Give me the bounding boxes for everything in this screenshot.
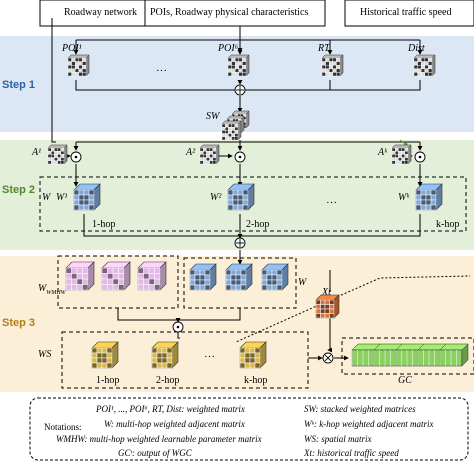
step3-w-label: W bbox=[298, 277, 307, 288]
notation-7: GCᵗ: output of WGC bbox=[118, 448, 192, 458]
sw-stack-front bbox=[221, 120, 242, 141]
poi1-matrix bbox=[67, 54, 90, 77]
ak-matrix bbox=[391, 144, 412, 165]
a1-matrix bbox=[47, 144, 68, 165]
poi6-label: POI⁶ bbox=[218, 43, 239, 54]
ak-label: Aᵏ bbox=[378, 147, 387, 158]
notation-5: WMHW: multi-hop weighted learnable param… bbox=[56, 434, 262, 444]
a2-label: A² bbox=[186, 147, 196, 158]
step2-oplus-icon bbox=[234, 237, 246, 249]
step3-w-dashed-box bbox=[183, 257, 297, 309]
roadway-to-a1 bbox=[51, 18, 56, 143]
w1-label: W¹ bbox=[56, 192, 68, 203]
ws-cube-2 bbox=[151, 341, 179, 369]
s3-hop2-label: 2-hop bbox=[156, 375, 180, 386]
pois-input-box bbox=[39, 0, 326, 27]
gc-label: GC bbox=[398, 375, 412, 386]
step3-otimes-icon bbox=[322, 352, 334, 364]
ws-dashed-box bbox=[61, 331, 309, 389]
step3-odot-icon bbox=[172, 321, 184, 333]
s3-w-cube-2 bbox=[225, 263, 253, 291]
w2-cube bbox=[227, 183, 255, 211]
dist-label: Dist bbox=[408, 43, 425, 54]
step2-bottom-bus bbox=[83, 214, 421, 237]
notation-1: POI¹, ..., POI⁶, RT, Dist: weighted matr… bbox=[96, 404, 245, 414]
step3-ellipsis: ··· bbox=[204, 351, 215, 363]
notation-8: Xt: historical traffic speed bbox=[304, 448, 399, 458]
wmhw-cube-2 bbox=[101, 261, 131, 291]
step2-label: Step 2 bbox=[2, 184, 36, 196]
notation-6: WS: spatial matrix bbox=[304, 434, 372, 444]
odot3-down bbox=[177, 332, 180, 339]
roadway-network-label: Roadway network bbox=[64, 7, 138, 18]
rt-matrix bbox=[321, 54, 344, 77]
wmhw-dashed-box bbox=[57, 255, 179, 309]
s3-hopk-label: k-hop bbox=[244, 375, 268, 386]
hopk-label: k-hop bbox=[436, 219, 460, 230]
wmhw-cube-1 bbox=[65, 261, 95, 291]
odot1-icon bbox=[70, 151, 82, 163]
wk-cube bbox=[415, 183, 443, 211]
ws-label: WS bbox=[38, 349, 52, 360]
poi1-label: POI¹ bbox=[62, 43, 82, 54]
sw-label: SW bbox=[206, 111, 220, 122]
a2-matrix bbox=[199, 144, 220, 165]
gc-output-slab bbox=[351, 343, 469, 367]
xt-cube bbox=[315, 294, 340, 319]
traffic-input-box bbox=[344, 0, 474, 27]
rt-label: RT bbox=[318, 43, 330, 54]
ws-cube-k bbox=[239, 341, 267, 369]
pois-label: POIs, Roadway physical characteristics bbox=[150, 7, 309, 18]
odotk-icon bbox=[414, 151, 426, 163]
s3-hop1-label: 1-hop bbox=[96, 375, 120, 386]
step1-label: Step 1 bbox=[2, 79, 36, 91]
w2-label: W² bbox=[210, 192, 222, 203]
ws-cube-1 bbox=[91, 341, 119, 369]
step2-w-label: W bbox=[42, 192, 51, 203]
s3-w-cube-1 bbox=[189, 263, 217, 291]
hop2-label: 2-hop bbox=[246, 219, 270, 230]
traffic-label: Historical traffic speed bbox=[360, 7, 452, 18]
xt-to-otimes bbox=[327, 318, 333, 353]
xt-label: Xt bbox=[322, 287, 331, 298]
notations-title: Notations: bbox=[44, 422, 82, 432]
a1-label: A¹ bbox=[32, 147, 42, 158]
dist-matrix bbox=[413, 54, 436, 77]
step3-label: Step 3 bbox=[2, 317, 36, 329]
s3-w-cube-3 bbox=[261, 263, 289, 291]
wmhw-cube-3 bbox=[137, 261, 167, 291]
odot2-icon bbox=[234, 151, 246, 163]
poi6-matrix bbox=[227, 54, 250, 77]
wk-label: Wᵏ bbox=[398, 192, 410, 203]
hop1-label: 1-hop bbox=[92, 219, 116, 230]
notation-2: SW: stacked weighted matrices bbox=[304, 404, 416, 414]
step2-ellipsis: ··· bbox=[326, 197, 337, 209]
notation-4: Wᵏ: k-hop weighted adjacent matrix bbox=[304, 419, 434, 429]
wmhw-label: WWMHW bbox=[38, 283, 66, 297]
notations-box bbox=[29, 397, 469, 461]
notation-3: W: multi-hop weighted adjacent matrix bbox=[104, 419, 245, 429]
gc-dashed-box bbox=[341, 337, 474, 375]
step1-ellipsis: ··· bbox=[156, 65, 167, 77]
w1-cube bbox=[73, 183, 101, 211]
step1-oplus-icon bbox=[234, 84, 246, 96]
step1-bottom-bus bbox=[75, 80, 421, 91]
step2-w-dashed-box bbox=[39, 176, 467, 232]
xt-dashed-link-2 bbox=[235, 299, 331, 343]
